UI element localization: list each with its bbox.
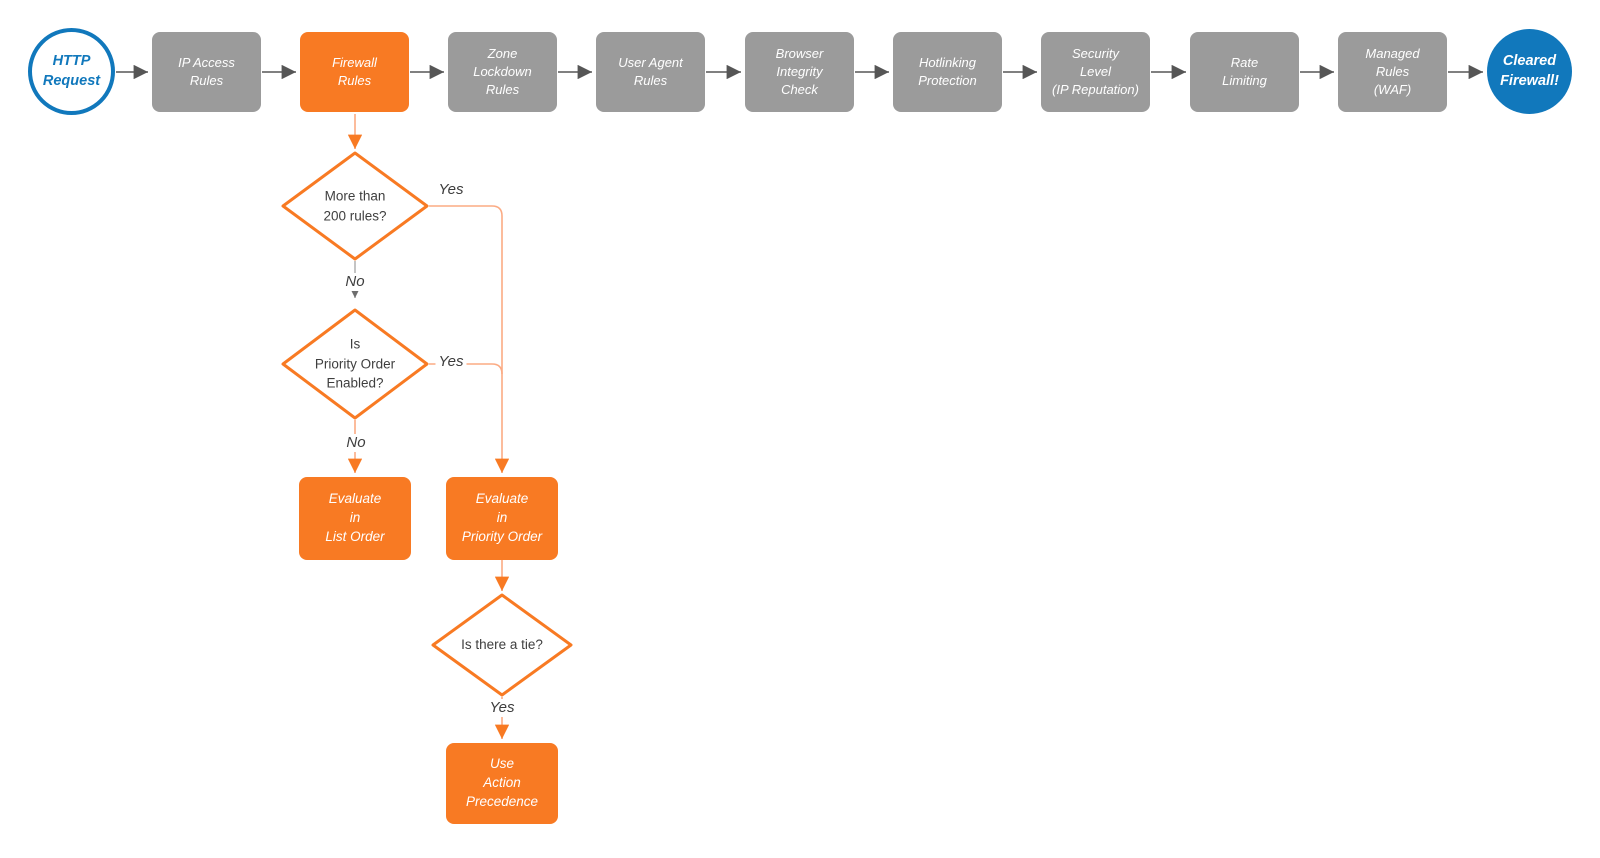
node-evaluate-list-order-label: Evaluate in List Order — [325, 491, 385, 544]
decision-3-label: Is there a tie? — [461, 637, 543, 653]
decision-diamond-priority-order-enabled — [281, 308, 429, 420]
edge-label-yes-2: Yes — [435, 353, 467, 371]
edge-label-yes-3: Yes — [486, 699, 518, 717]
edge-label-no-2: No — [343, 434, 369, 452]
node-browser-integrity-check-label: Browser Integrity Check — [775, 46, 824, 97]
decision-diamond-is-there-a-tie — [431, 593, 573, 697]
decision-1-label: More than 200 rules? — [323, 188, 387, 223]
node-security-level-label: Security Level (IP Reputation) — [1052, 46, 1139, 97]
node-firewall-rules: Firewall Rules — [300, 32, 409, 112]
wire-yes-2-merge — [429, 363, 503, 375]
decision-diamond-more-than-200-rules — [281, 151, 429, 261]
node-ip-access-rules-label: IP Access Rules — [178, 55, 235, 88]
edge-label-yes-1: Yes — [435, 181, 467, 199]
node-managed-rules-waf-label: Managed Rules (WAF) — [1365, 46, 1420, 97]
node-user-agent-rules-label: User Agent Rules — [618, 55, 683, 88]
node-http-request-label: HTTP Request — [42, 52, 101, 89]
node-rate-limiting: Rate Limiting — [1190, 32, 1299, 112]
node-use-action-precedence-label: Use Action Precedence — [465, 756, 539, 809]
node-evaluate-priority-order: Evaluate in Priority Order — [446, 477, 558, 560]
node-evaluate-priority-order-label: Evaluate in Priority Order — [461, 491, 543, 544]
node-http-request: HTTP Request — [28, 28, 115, 115]
node-user-agent-rules: User Agent Rules — [596, 32, 705, 112]
node-browser-integrity-check: Browser Integrity Check — [745, 32, 854, 112]
node-use-action-precedence: Use Action Precedence — [446, 743, 558, 824]
node-rate-limiting-label: Rate Limiting — [1222, 55, 1267, 88]
node-ip-access-rules: IP Access Rules — [152, 32, 261, 112]
decision-2-label: Is Priority Order Enabled? — [314, 336, 396, 391]
node-evaluate-list-order: Evaluate in List Order — [299, 477, 411, 560]
node-security-level: Security Level (IP Reputation) — [1041, 32, 1150, 112]
node-managed-rules-waf: Managed Rules (WAF) — [1338, 32, 1447, 112]
node-cleared-firewall: Cleared Firewall! — [1487, 29, 1572, 114]
node-zone-lockdown-rules: Zone Lockdown Rules — [448, 32, 557, 112]
node-zone-lockdown-rules-label: Zone Lockdown Rules — [473, 46, 532, 97]
node-hotlinking-protection: Hotlinking Protection — [893, 32, 1002, 112]
node-cleared-firewall-label: Cleared Firewall! — [1500, 52, 1559, 89]
wire-yes-1-to-priority-order — [429, 205, 510, 473]
edge-label-no-1: No — [342, 273, 368, 291]
node-hotlinking-protection-label: Hotlinking Protection — [918, 55, 977, 88]
node-firewall-rules-label: Firewall Rules — [332, 55, 377, 88]
